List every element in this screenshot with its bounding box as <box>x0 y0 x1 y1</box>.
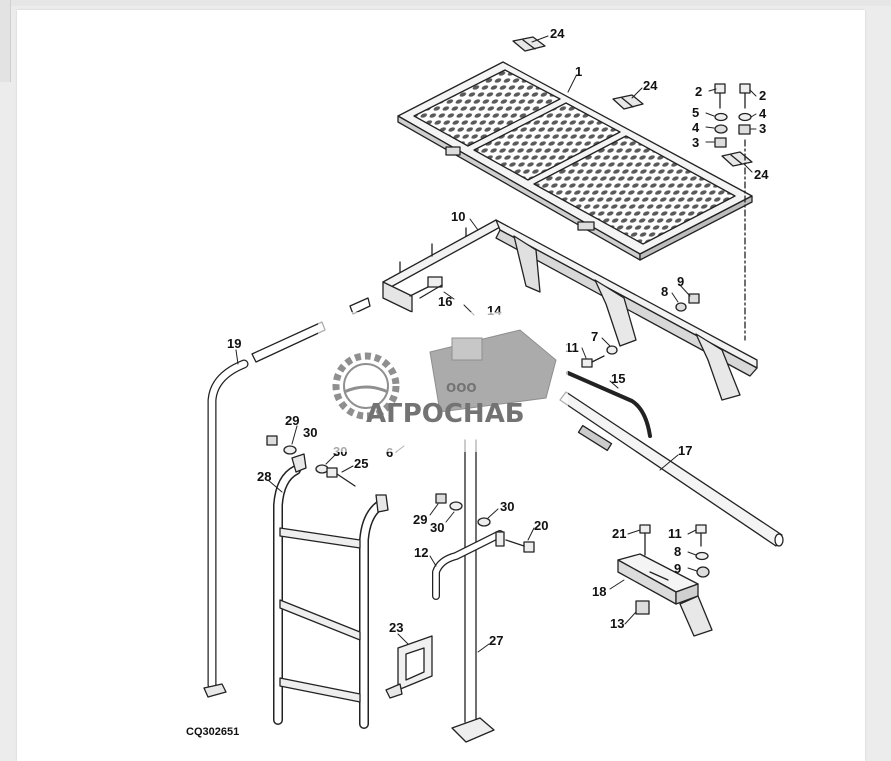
callout-3a: 3 <box>692 135 699 150</box>
washer-30d <box>477 517 491 527</box>
bracket-12 <box>432 530 505 600</box>
ladder-28 <box>273 453 389 729</box>
bolt-16 <box>409 276 443 299</box>
left-panel-edge <box>0 0 11 82</box>
diagram-code: CQ302651 <box>186 726 239 738</box>
callout-8b: 8 <box>674 544 681 559</box>
callout-8a: 8 <box>661 284 668 299</box>
support-frame <box>382 219 758 401</box>
callout-27: 27 <box>489 633 503 648</box>
washer-7 <box>606 345 618 355</box>
nut-29a <box>266 435 278 446</box>
bolt-11b <box>695 524 707 547</box>
callout-7: 7 <box>591 329 598 344</box>
washer-30c <box>449 501 463 511</box>
bolt-11a <box>581 355 605 368</box>
callout-3b: 3 <box>759 121 766 136</box>
nut-9b <box>696 566 710 578</box>
tube-17 <box>559 391 784 547</box>
bolt-20 <box>505 539 535 553</box>
callout-18: 18 <box>592 584 606 599</box>
callout-9a: 9 <box>677 274 684 289</box>
post-27 <box>451 439 495 743</box>
callout-15: 15 <box>611 371 625 386</box>
callout-2a: 2 <box>695 84 702 99</box>
hinge-plate-24c <box>721 151 753 167</box>
callout-17: 17 <box>678 443 692 458</box>
callout-23: 23 <box>389 620 403 635</box>
watermark-brand: АГРОСНАБ <box>366 399 525 429</box>
callout-24a: 24 <box>550 26 565 41</box>
callout-12: 12 <box>414 545 428 560</box>
nut-13 <box>635 600 650 615</box>
handrail-19 <box>203 297 371 698</box>
callout-11a: 11 <box>565 340 579 355</box>
leader-lines <box>235 35 757 653</box>
washer-30b <box>315 464 329 474</box>
washer-8 <box>675 302 687 312</box>
handrail-15 <box>566 371 652 438</box>
bolt-stack-left <box>714 83 728 148</box>
hook-23 <box>385 635 433 699</box>
nut-29b <box>435 493 447 504</box>
top-strip <box>0 0 891 6</box>
callout-4a: 4 <box>692 120 700 135</box>
nut-9 <box>688 293 700 304</box>
hinge-plate-24b <box>612 94 644 110</box>
callout-1: 1 <box>575 64 582 79</box>
callout-24b: 24 <box>643 78 658 93</box>
step-bracket-18 <box>617 553 713 637</box>
callout-2b: 2 <box>759 88 766 103</box>
callout-30d: 30 <box>500 499 514 514</box>
bolt-stack-right <box>738 83 752 135</box>
callout-29a: 29 <box>285 413 299 428</box>
callout-9b: 9 <box>674 561 681 576</box>
callout-19: 19 <box>227 336 241 351</box>
callout-29b: 29 <box>413 512 427 527</box>
callout-11b: 11 <box>668 526 682 541</box>
bolt-21 <box>639 524 651 556</box>
callout-21: 21 <box>612 526 626 541</box>
callout-10: 10 <box>451 209 465 224</box>
callout-13: 13 <box>610 616 624 631</box>
callout-30a: 30 <box>303 425 317 440</box>
callout-6: 6 <box>386 445 393 460</box>
bolt-25 <box>326 467 356 487</box>
callout-30c: 30 <box>430 520 444 535</box>
platform-grating <box>397 61 753 261</box>
gear-icon <box>332 352 400 420</box>
callout-28: 28 <box>257 469 271 484</box>
callout-4b: 4 <box>759 106 767 121</box>
callout-24c: 24 <box>754 167 769 182</box>
callout-25: 25 <box>354 456 368 471</box>
watermark: ООО АГРОСНАБ <box>318 312 568 452</box>
callout-16: 16 <box>438 294 452 309</box>
washer-8b <box>695 551 709 561</box>
callout-5: 5 <box>692 105 699 120</box>
callout-20: 20 <box>534 518 548 533</box>
watermark-small: ООО <box>446 381 477 395</box>
washer-30a <box>283 445 297 455</box>
harvester-icon <box>429 329 557 413</box>
